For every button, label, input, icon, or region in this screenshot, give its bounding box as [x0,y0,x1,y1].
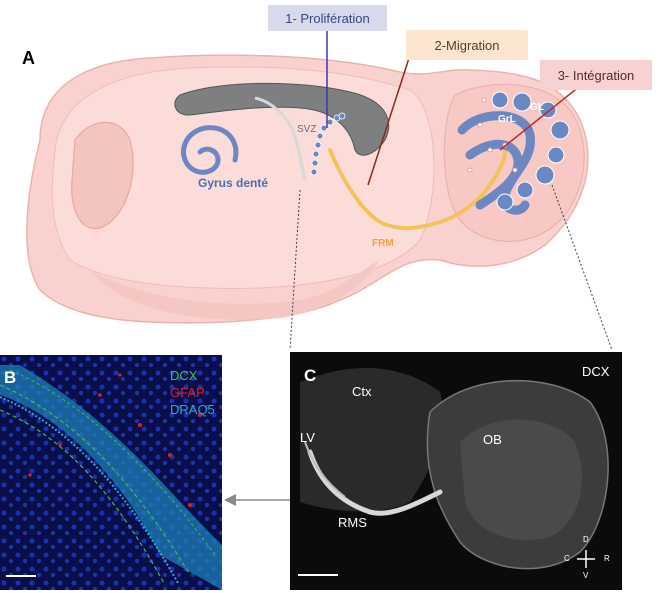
lv-line [304,441,346,498]
legend-dcx: DCX [170,368,198,383]
scale-bar-c [298,574,338,576]
frm-label: FRM [372,238,394,249]
legend-draq5: DRAQ5 [170,402,215,417]
scale-bar-b [6,575,36,577]
dir-d-label: D [583,535,589,544]
gyrus-label: Gyrus denté [198,176,268,190]
dcx-fibers-1 [0,384,191,576]
panel-c-letter: C [304,366,317,385]
draq5-fibers [0,396,179,584]
integration-box: 3- Intégration [540,60,652,90]
c-rms-label: RMS [338,515,367,530]
grl-label: GrL [498,114,516,125]
migration-box: 2-Migration [406,30,528,60]
integration-connector [499,81,586,151]
c-dcx-label: DCX [582,364,610,379]
migration-stream [328,148,507,230]
panel-c-micrograph [298,368,609,576]
gl-glomeruli [491,91,570,211]
svz-label: SVZ [297,124,316,135]
panel-b-micrograph [0,355,222,590]
rms-stream [307,449,443,516]
legend-gfap: GFAP [170,385,205,400]
ventricle-outline [254,96,307,181]
c-ctx-label: Ctx [352,384,372,399]
ob-inner [460,419,582,541]
integration-label: 3- Intégration [557,67,635,83]
dcx-fibers-3 [9,369,216,556]
gl-label: GL [530,102,544,113]
cerebellum-lobe [71,121,134,229]
c-ob-label: OB [483,432,502,447]
proliferation-box: 1- Prolifération [268,5,387,31]
c-lv-label: LV [300,430,315,445]
gfap-cells [28,373,202,507]
cortex-area [300,368,443,512]
dir-c-label: C [564,554,570,563]
migration-label: 2-Migration [434,37,500,53]
brainstem-lobe [90,260,380,320]
projection-line-left [289,189,301,350]
proliferation-label: 1- Prolifération [285,10,370,26]
dir-v-label: V [583,571,589,580]
migration-connector [367,54,411,186]
lateral-ventricle [174,82,390,156]
panel-b-image [0,355,222,590]
gyrus-spiral [181,125,239,175]
brain-sagittal-diagram: Gyrus denté SVZ FRM GL GrL [26,28,613,350]
direction-cross [577,550,595,568]
projection-line-right [551,184,613,350]
dir-r-label: R [604,554,610,563]
dcx-fibers-2 [0,409,166,586]
panel-c-image [290,352,622,590]
panel-a-letter: A [22,48,35,68]
grl-band-inner [465,139,523,210]
svz-cells [310,112,346,176]
panel-b-letter: B [4,368,17,387]
rms-fiber-band [0,365,222,590]
